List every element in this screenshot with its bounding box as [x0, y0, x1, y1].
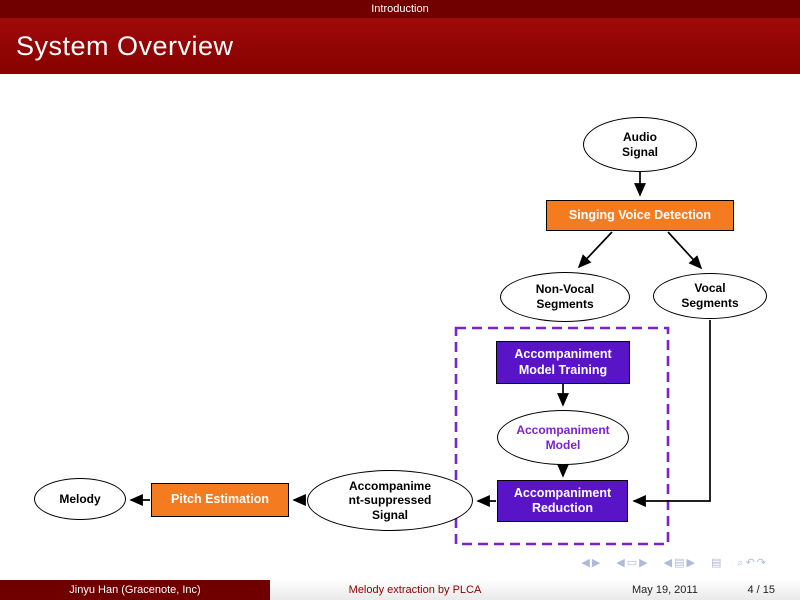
- node-audio-signal: Audio Signal: [583, 117, 697, 172]
- section-title: Introduction: [371, 3, 429, 15]
- node-label: Accompaniment Model: [516, 422, 610, 452]
- section-next-icon[interactable]: ▶: [686, 557, 695, 569]
- node-label: Audio Signal: [621, 129, 658, 159]
- page-title: System Overview: [16, 30, 234, 61]
- footer-talk-title: Melody extraction by PLCA: [348, 584, 482, 596]
- slide-next-icon[interactable]: ▶: [591, 557, 601, 569]
- beamer-navigation: ◀ ▶ ◀ ▭ ▶ ◀ ▤ ▶ ▤ ⌕ ↶ ↷: [581, 558, 766, 569]
- node-label: Accompaniment Model Training: [514, 347, 612, 377]
- node-accompaniment-model-training: Accompaniment Model Training: [496, 341, 630, 384]
- frame-title-bar: System Overview: [0, 18, 800, 74]
- node-melody: Melody: [34, 478, 126, 520]
- node-accompaniment-model: Accompaniment Model: [497, 410, 629, 465]
- footer-page-number: 4 / 15: [747, 584, 775, 596]
- frame-icon[interactable]: ▭: [626, 557, 638, 569]
- node-label: Accompaniment Reduction: [513, 485, 612, 515]
- node-label: Vocal Segments: [681, 281, 739, 310]
- footer-shorttitle-block: Melody extraction by PLCA: [270, 580, 560, 600]
- footer: Jinyu Han (Gracenote, Inc) Melody extrac…: [0, 580, 800, 600]
- section-prev-icon[interactable]: ◀: [663, 557, 673, 569]
- node-label: Singing Voice Detection: [568, 207, 712, 222]
- back-icon[interactable]: ↶: [745, 557, 755, 569]
- appendix-icon[interactable]: ▤: [710, 557, 722, 569]
- slide-prev-icon[interactable]: ◀: [581, 557, 590, 569]
- footer-date-page-block: May 19, 2011 4 / 15: [560, 580, 800, 600]
- node-accompaniment-suppressed-signal: Accompanime nt-suppressed Signal: [307, 470, 473, 531]
- node-label: Accompanime nt-suppressed Signal: [348, 478, 432, 522]
- footer-date: May 19, 2011: [632, 584, 698, 596]
- forward-icon[interactable]: ↷: [756, 557, 766, 569]
- footer-author-block: Jinyu Han (Gracenote, Inc): [0, 580, 270, 600]
- node-non-vocal-segments: Non-Vocal Segments: [500, 272, 630, 322]
- node-singing-voice-detection: Singing Voice Detection: [546, 200, 734, 231]
- search-icon[interactable]: ⌕: [737, 557, 744, 569]
- section-header-bar: Introduction: [0, 0, 800, 18]
- section-icon[interactable]: ▤: [674, 557, 685, 569]
- node-vocal-segments: Vocal Segments: [653, 273, 767, 319]
- frame-prev-icon[interactable]: ◀: [616, 557, 625, 569]
- frame-next-icon[interactable]: ▶: [639, 557, 648, 569]
- node-pitch-estimation: Pitch Estimation: [151, 483, 289, 517]
- node-label: Pitch Estimation: [171, 492, 269, 507]
- node-label: Melody: [59, 491, 101, 506]
- node-label: Non-Vocal Segments: [535, 282, 595, 311]
- footer-author: Jinyu Han (Gracenote, Inc): [69, 584, 201, 596]
- node-accompaniment-reduction: Accompaniment Reduction: [497, 480, 628, 522]
